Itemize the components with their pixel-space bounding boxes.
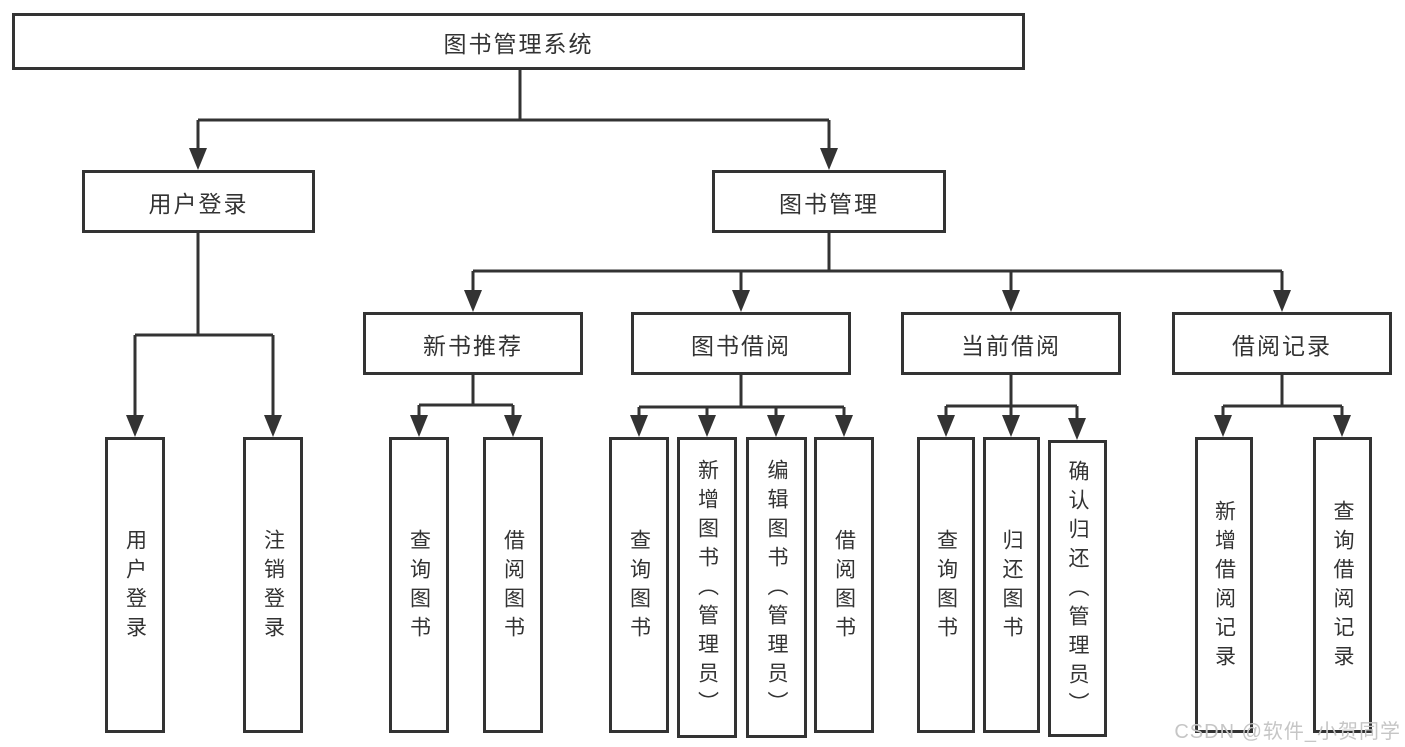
leaf-confirm-return-admin: 确认归还（管理员） — [1048, 440, 1107, 737]
leaf-user-login: 用户登录 — [105, 437, 165, 733]
leaf-add-books-admin: 新增图书（管理员） — [677, 437, 737, 738]
leaf-query-books-current: 查询图书 — [917, 437, 975, 733]
node-book-management: 图书管理 — [712, 170, 946, 233]
arrowheads — [126, 148, 1351, 440]
leaf-logout: 注销登录 — [243, 437, 303, 733]
leaf-borrow-books-borrowing: 借阅图书 — [814, 437, 874, 733]
leaf-return-books: 归还图书 — [983, 437, 1040, 733]
leaf-add-borrow-record: 新增借阅记录 — [1195, 437, 1253, 733]
node-book-borrowing: 图书借阅 — [631, 312, 851, 375]
node-borrowing-records: 借阅记录 — [1172, 312, 1392, 375]
node-new-book-recommend: 新书推荐 — [363, 312, 583, 375]
node-current-borrowing: 当前借阅 — [901, 312, 1121, 375]
node-user-login: 用户登录 — [82, 170, 315, 233]
node-library-system: 图书管理系统 — [12, 13, 1025, 70]
leaf-query-borrow-record: 查询借阅记录 — [1313, 437, 1372, 733]
leaf-query-books-borrowing: 查询图书 — [609, 437, 669, 733]
connector-paths — [133, 70, 1344, 436]
leaf-query-books-recommend: 查询图书 — [389, 437, 449, 733]
leaf-edit-books-admin: 编辑图书（管理员） — [746, 437, 807, 738]
watermark: CSDN @软件_小贺同学 — [1174, 721, 1401, 743]
leaf-borrow-books-recommend: 借阅图书 — [483, 437, 543, 733]
